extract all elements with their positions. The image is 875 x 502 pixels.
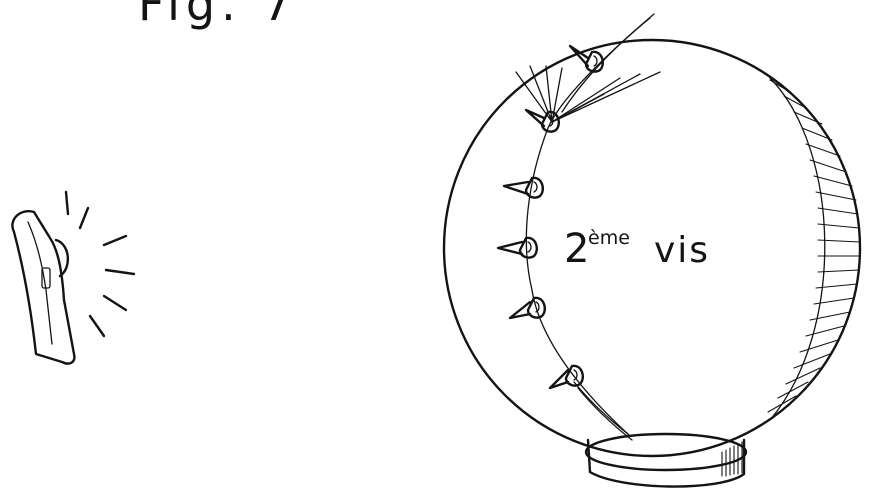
screw-icon (550, 366, 583, 388)
screw-label-superscript: ème (588, 227, 630, 249)
globe: 2 ème vis (444, 14, 860, 487)
globe-stand (586, 434, 746, 487)
globe-sphere (444, 40, 860, 456)
screw-icon (504, 178, 543, 198)
figure-title: Fig. 7 (138, 0, 298, 31)
sphere-shading (768, 78, 860, 420)
screw-label-suffix: vis (654, 230, 710, 271)
screw-label-number: 2 (564, 226, 589, 272)
screw-icon (510, 298, 545, 318)
light-source-icon (12, 192, 134, 364)
screw-label: 2 ème vis (564, 226, 710, 272)
screw-icon (498, 238, 537, 258)
